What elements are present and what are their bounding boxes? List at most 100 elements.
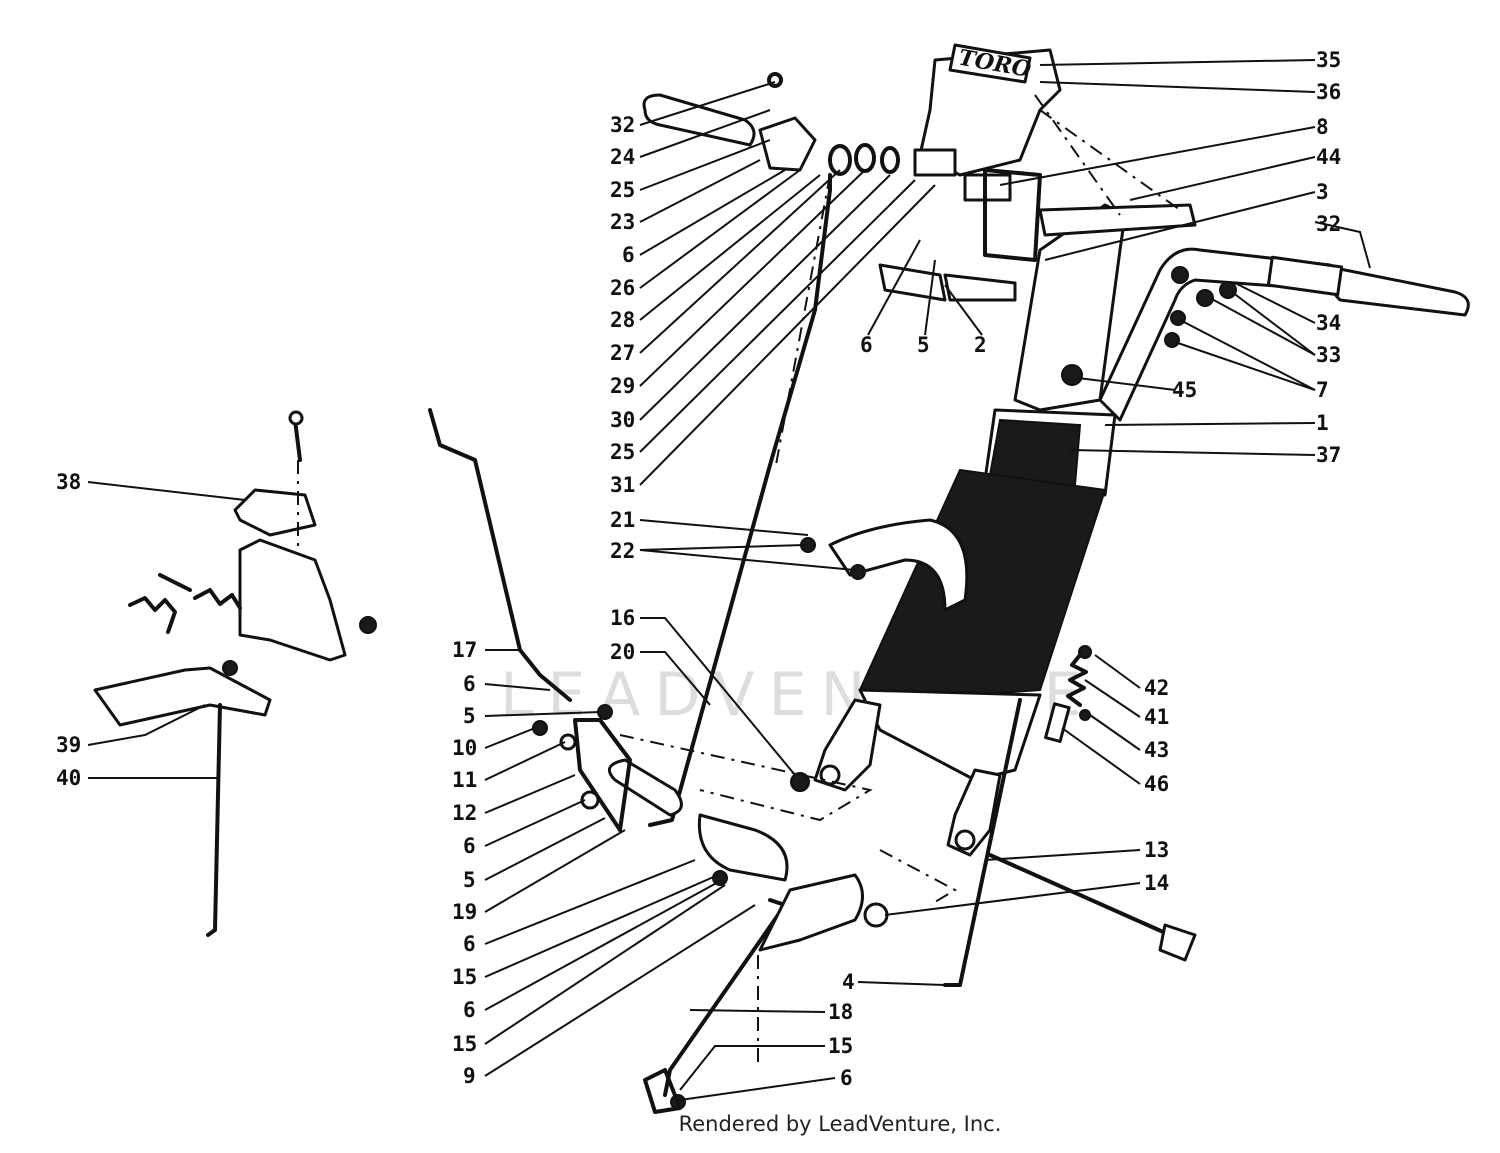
spring-assembly (1044, 645, 1092, 743)
callout-39: 39 (56, 733, 81, 757)
callout-6-c: 6 (463, 932, 476, 956)
bracket-39 (93, 666, 272, 727)
callout-13: 13 (1144, 838, 1169, 862)
callout-6-e: 6 (840, 1066, 853, 1090)
callout-26: 26 (610, 276, 635, 300)
callout-4: 4 (842, 970, 855, 994)
dashline-console-2 (1039, 109, 1181, 211)
callout-15-b: 15 (452, 1032, 477, 1056)
washer-7a (1170, 310, 1186, 326)
callout-6-a: 6 (463, 672, 476, 696)
bracket-38 (233, 488, 317, 537)
callout-6-b: 6 (463, 834, 476, 858)
screw-head (288, 410, 304, 426)
callout-6-inner: 6 (860, 333, 873, 357)
pivot-bushing-right (697, 813, 789, 882)
callout-24: 24 (610, 145, 635, 169)
callout-5-b: 5 (463, 868, 476, 892)
callout-7: 7 (1316, 378, 1329, 402)
upper-hardware (758, 72, 1237, 386)
left-ear-hole (819, 764, 841, 786)
callout-44: 44 (1316, 145, 1341, 169)
pivot-arm (758, 873, 864, 952)
washer-b (854, 143, 876, 173)
bracket-39-nut (222, 660, 238, 676)
bolt-10 (532, 720, 548, 736)
callout-46: 46 (1144, 772, 1169, 796)
callout-3: 3 (1316, 180, 1329, 204)
callout-8: 8 (1316, 115, 1329, 139)
top-screw (767, 72, 783, 88)
nut-14 (863, 902, 889, 928)
callouts-far-left: 38 39 40 (56, 470, 81, 790)
pin-46 (1044, 702, 1071, 743)
callout-6-d: 6 (463, 998, 476, 1022)
right-ear-hole (954, 829, 976, 851)
leader-lines (87, 59, 1371, 1101)
callouts-inner: 6 5 2 (860, 333, 987, 357)
washer-11 (559, 733, 577, 751)
callout-25-upper: 25 (610, 178, 635, 202)
washer-a (828, 144, 852, 176)
render-credit: Rendered by LeadVenture, Inc. (678, 1112, 1002, 1136)
brand-badge (948, 43, 1032, 84)
callout-29: 29 (610, 374, 635, 398)
rod-18 (663, 898, 787, 1097)
callout-18: 18 (828, 1000, 853, 1024)
callout-5-a: 5 (463, 704, 476, 728)
right-grip-sleeve (1266, 255, 1344, 297)
callout-37: 37 (1316, 443, 1341, 467)
alignment-lines (297, 94, 1181, 1065)
callout-12: 12 (452, 801, 477, 825)
callout-15-c: 15 (828, 1034, 853, 1058)
callout-34: 34 (1316, 311, 1341, 335)
callout-36: 36 (1316, 80, 1341, 104)
linkage-plate (943, 273, 1017, 302)
callout-42: 42 (1144, 676, 1169, 700)
throttle-bracket-assembly (93, 410, 377, 937)
dashline-bolt (879, 849, 958, 906)
callouts-lower-bottom: 4 18 15 6 (828, 970, 855, 1090)
callout-1: 1 (1316, 411, 1329, 435)
handle-assembly: TORO (813, 43, 1332, 857)
callout-21: 21 (610, 508, 635, 532)
callout-25-lower: 25 (610, 440, 635, 464)
dashline-console (1034, 94, 1121, 216)
nut-16 (790, 772, 810, 792)
callout-16: 16 (610, 606, 635, 630)
callout-32-left: 32 (610, 113, 635, 137)
cap-42 (1078, 645, 1092, 659)
callout-19: 19 (452, 900, 477, 924)
upper-control-rod (648, 173, 832, 827)
callouts-right-column: 35 36 8 44 3 32 34 33 7 45 1 37 42 41 43… (1144, 48, 1341, 895)
washer-7b (1164, 332, 1180, 348)
pivot-assembly (532, 704, 889, 1114)
bolt-head (1158, 923, 1197, 962)
callouts-lower-left: 17 6 5 10 11 12 6 5 19 6 15 6 15 9 (452, 638, 477, 1088)
callout-10: 10 (452, 736, 477, 760)
callout-6-upper: 6 (622, 243, 635, 267)
hand-grips (642, 93, 1470, 317)
bolt-33a (1196, 289, 1214, 307)
handle-crossbar (1038, 203, 1197, 237)
rod-17 (428, 408, 572, 702)
throttle-nut (359, 616, 377, 634)
nut-5-lower (597, 704, 613, 720)
right-grip (1329, 266, 1470, 317)
lever-bracket-19 (573, 718, 632, 832)
long-bolt (988, 853, 1197, 962)
control-knob-housing (758, 116, 817, 172)
spacer-block (913, 148, 957, 177)
callout-5-inner: 5 (917, 333, 930, 357)
throttle-plate (238, 538, 347, 662)
callouts-left-column: 32 24 25 23 6 26 28 27 29 30 25 31 21 22… (610, 113, 635, 664)
bracket-screw (293, 418, 302, 462)
callout-11: 11 (452, 768, 477, 792)
throttle-screw (158, 573, 192, 592)
spring-left (128, 596, 177, 634)
callout-41: 41 (1144, 705, 1169, 729)
control-bail (800, 518, 969, 612)
callout-31: 31 (610, 473, 635, 497)
